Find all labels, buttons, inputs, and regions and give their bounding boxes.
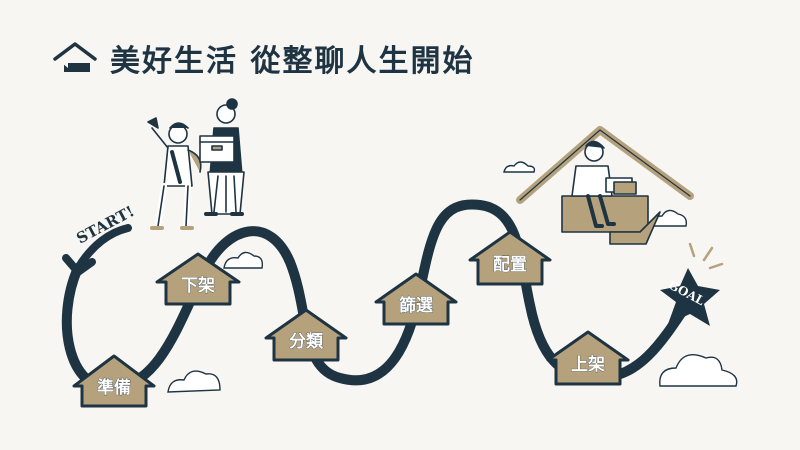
step-label: 配置 [493,255,527,275]
step-house-2: 下架 [155,252,241,306]
step-label: 下架 [181,275,215,296]
step-label: 篩選 [399,295,433,316]
step-label: 準備 [97,377,131,398]
cloud-icon [659,354,738,387]
cloud-icon [223,251,264,269]
cloud-icon [167,370,221,393]
step-label: 分類 [289,332,324,352]
page-title: 美好生活 從整聊人生開始 [110,44,475,79]
goal-star-icon [660,242,724,326]
step-house-6: 上架 [546,330,630,386]
home-relax-illustration [516,126,694,245]
step-house-3: 分類 [264,308,348,362]
home-icon [53,42,97,72]
header: 美好生活 從整聊人生開始 [52,36,474,80]
journey-path [61,199,695,394]
step-house-4: 篩選 [374,272,458,326]
start-arrow-icon [62,224,132,276]
cloud-icon [503,161,536,173]
step-house-1: 準備 [72,354,156,408]
step-house-5: 配置 [468,230,552,286]
people-moving-illustration [147,98,245,230]
step-label: 上架 [571,354,605,375]
